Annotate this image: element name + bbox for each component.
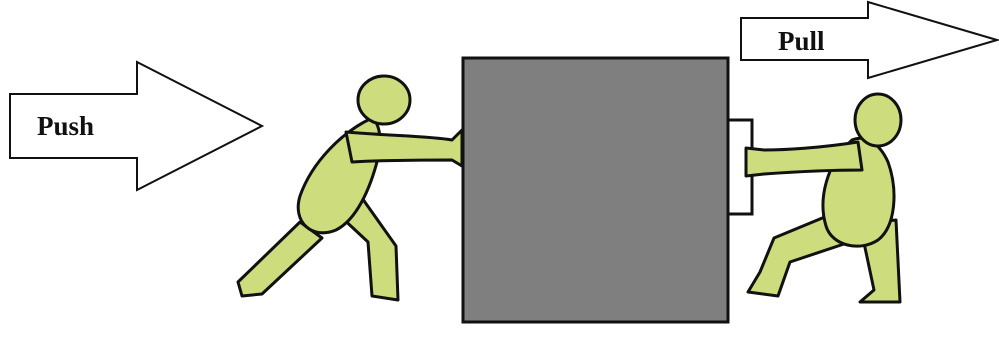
push-label: Push	[37, 111, 94, 141]
pushing-figure-head	[358, 76, 410, 124]
push-arrow: Push	[10, 62, 262, 190]
pushing-figure	[238, 76, 462, 300]
pull-arrow: Pull	[741, 2, 997, 78]
pushing-figure-arm	[346, 130, 462, 166]
pull-label: Pull	[778, 26, 825, 56]
pulling-figure	[746, 94, 901, 302]
box	[463, 58, 728, 322]
pulling-figure-arm	[746, 142, 862, 176]
pulling-figure-head	[855, 94, 901, 146]
pushing-figure-back-leg	[238, 222, 322, 296]
